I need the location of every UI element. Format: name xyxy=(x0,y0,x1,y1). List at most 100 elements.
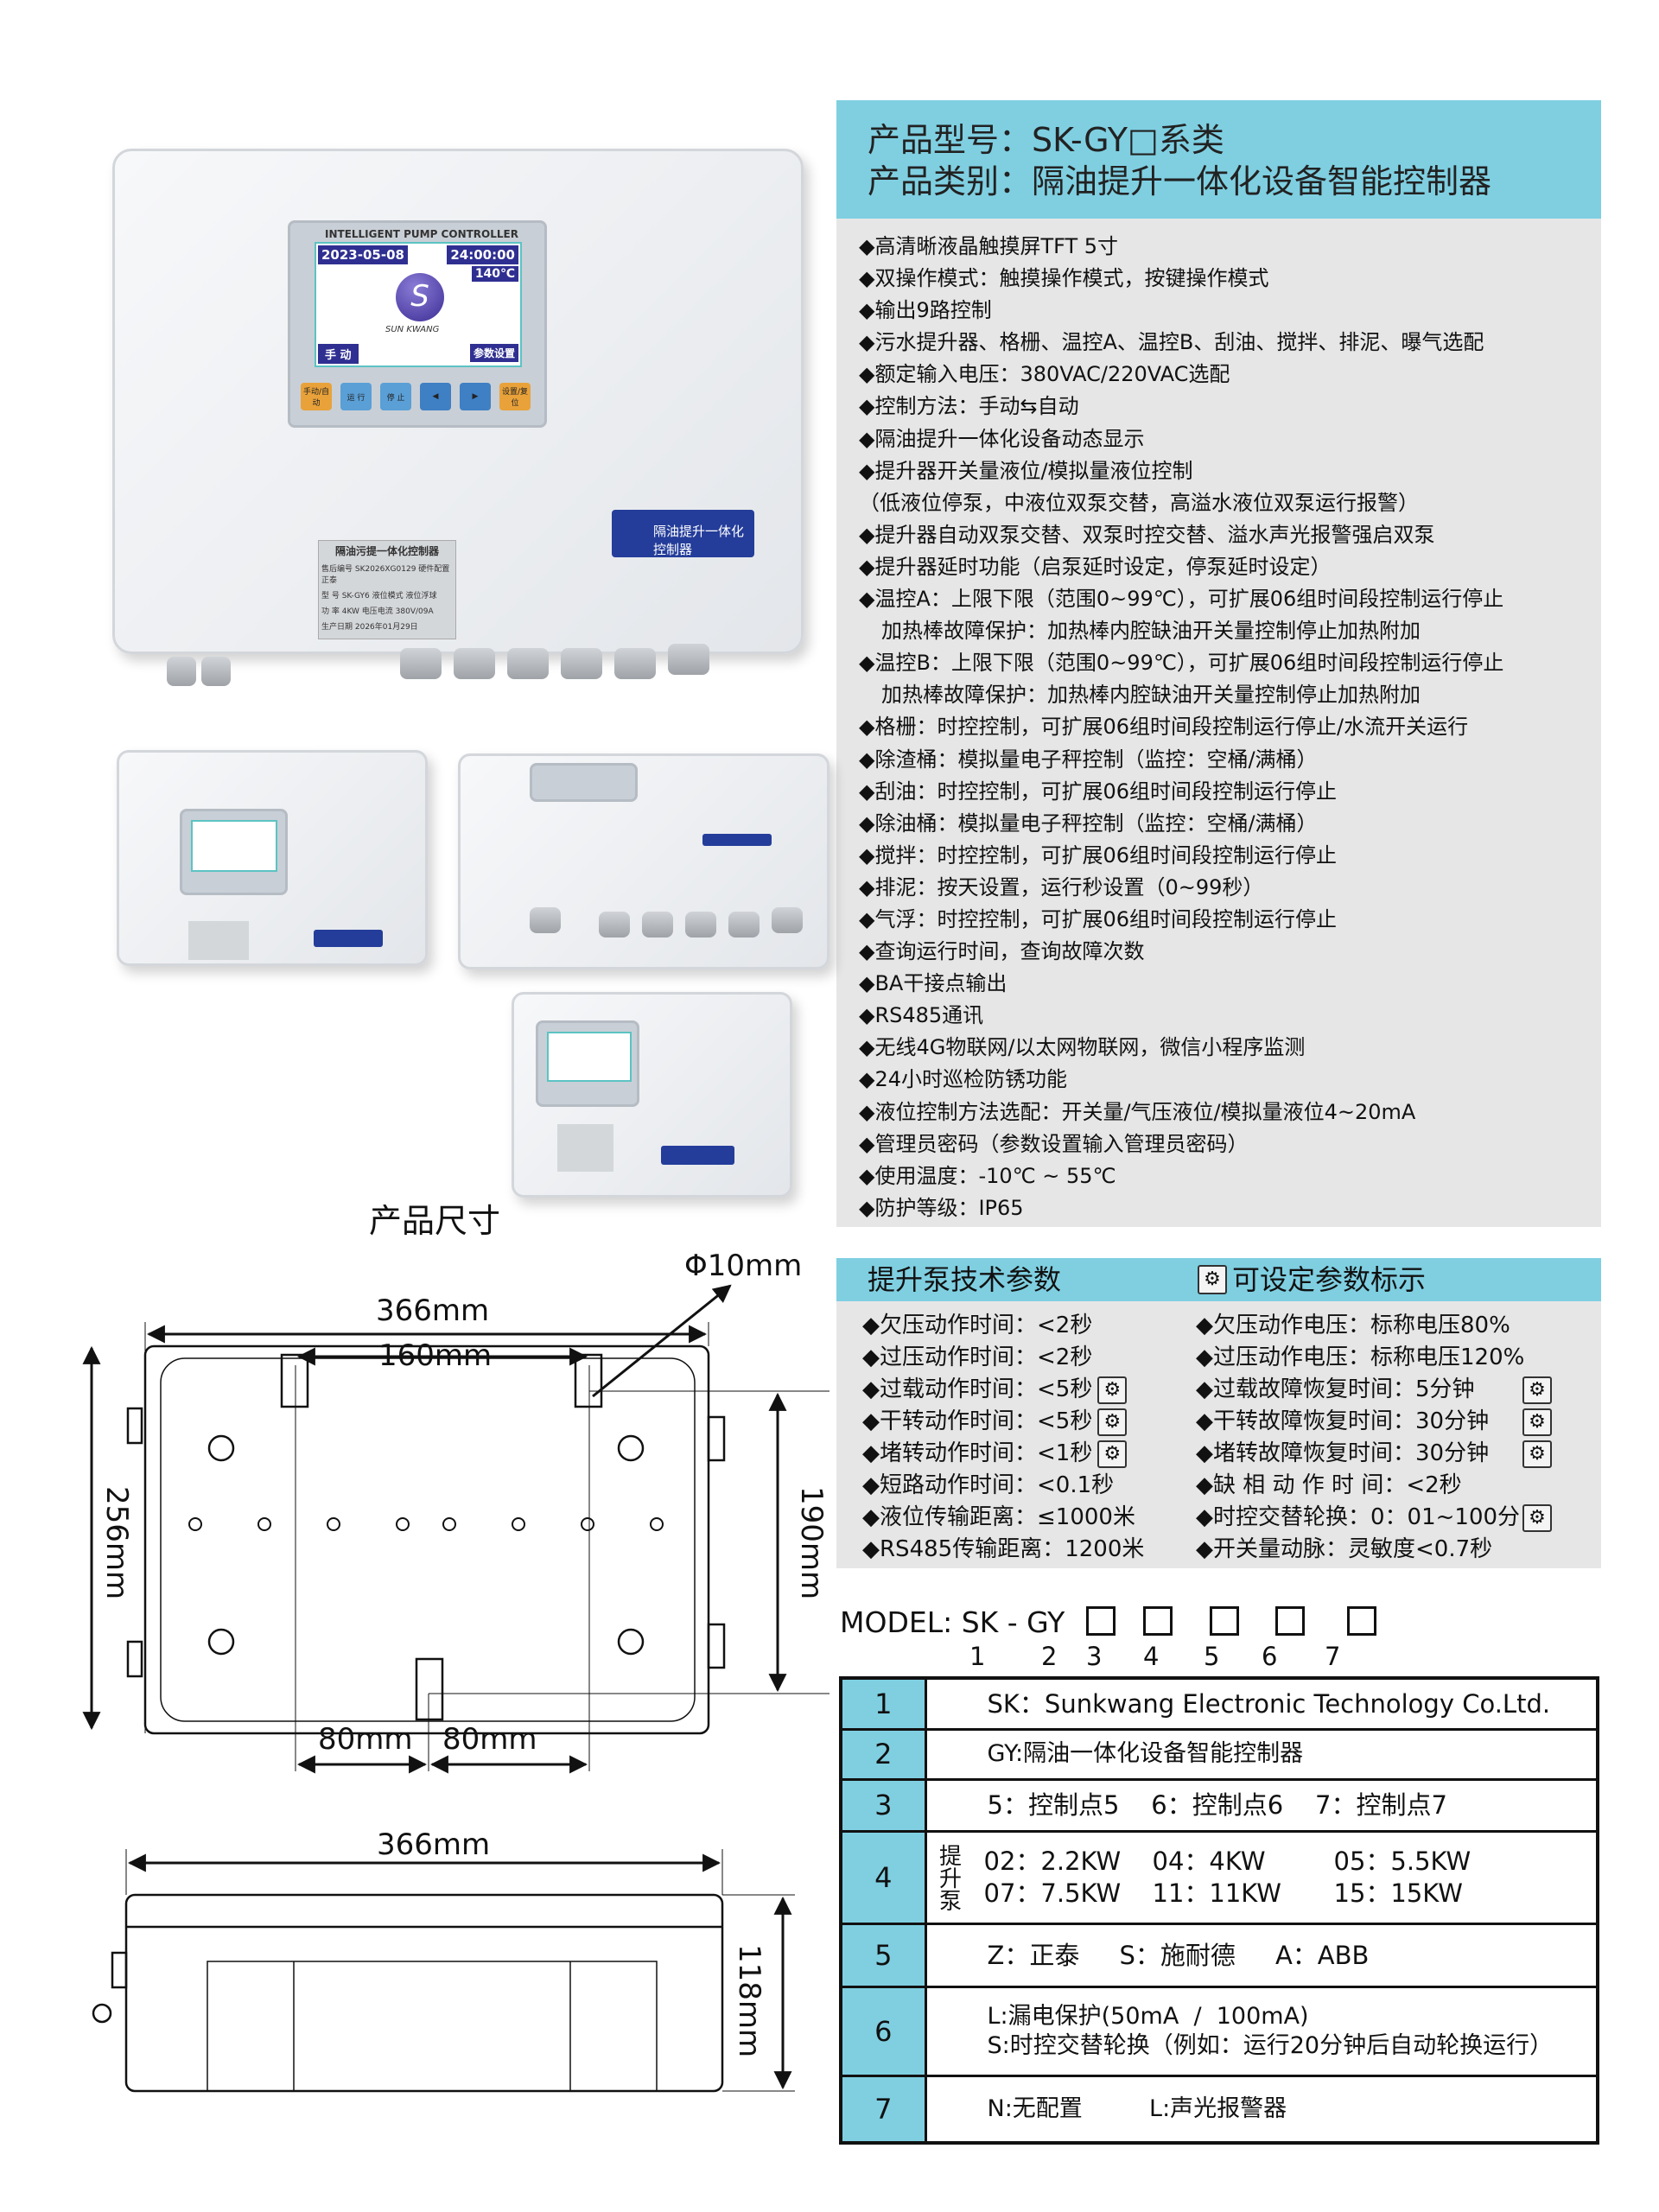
model-position-number: 7 xyxy=(1325,1642,1341,1671)
gear-icon: ⚙ xyxy=(1097,1376,1128,1404)
param-item: ◆堵转动作时间：<1秒⚙ xyxy=(862,1438,1144,1470)
row-number: 6 xyxy=(839,1985,927,2077)
panel-key: ◀ xyxy=(420,383,451,410)
feature-item: ◆排泥：按天设置，运行秒设置（0~99秒） xyxy=(859,874,1264,899)
product-category: 产品类别：隔油提升一体化设备智能控制器 xyxy=(868,162,1492,200)
row-content: GY:隔油一体化设备智能控制器 xyxy=(924,1727,1599,1781)
side-dimension-drawing: 366mm 118mm xyxy=(92,1827,795,2093)
gear-icon: ⚙ xyxy=(1097,1440,1128,1468)
screen-time: 24:00:00 xyxy=(447,245,518,264)
feature-item: ◆BA干接点输出 xyxy=(859,971,1007,996)
feature-item: 加热棒故障保护：加热棒内腔缺油开关量控制停止加热附加 xyxy=(881,619,1421,644)
feature-item: ◆提升器延时功能（启泵延时设定，停泵延时设定） xyxy=(859,554,1332,579)
param-text: ◆液位传输距离：≤1000米 xyxy=(862,1504,1135,1530)
feature-item: ◆污水提升器、格栅、温控A、温控B、刮油、搅拌、排泥、曝气选配 xyxy=(859,330,1484,355)
model-box xyxy=(1143,1606,1173,1636)
gear-icon: ⚙ xyxy=(1522,1408,1552,1436)
param-item: ◆RS485传输距离：1200米 xyxy=(862,1534,1144,1566)
feature-item: ◆气浮：时控控制，可扩展06组时间段控制运行停止 xyxy=(859,906,1337,931)
row-side-label: 提升泵 xyxy=(935,1843,962,1911)
model-position-number: 1 xyxy=(969,1642,986,1671)
row-line: S:时控交替轮换（例如：运行20分钟后自动轮换运行） xyxy=(987,2031,1554,2059)
param-item: ◆过压动作电压：标称电压120% xyxy=(1196,1342,1552,1374)
height-label: 256mm xyxy=(99,1486,134,1599)
param-item: ◆过载故障恢复时间：5分钟⚙ xyxy=(1196,1374,1552,1406)
mount-height-label: 190mm xyxy=(794,1486,829,1599)
sunkwang-logo-icon: S xyxy=(396,273,444,321)
feature-item: ◆无线4G物联网/以太网物联网，微信小程序监测 xyxy=(859,1035,1306,1060)
feature-item: （低液位停泵，中液位双泵交替，高溢水液位双泵运行报警） xyxy=(859,490,1419,515)
pump-option: 07：7.5KW xyxy=(983,1878,1122,1908)
screen-brand: SUN KWANG xyxy=(385,325,440,334)
param-text: ◆过载动作时间：<5秒 xyxy=(862,1376,1093,1402)
model-box xyxy=(1346,1606,1376,1636)
param-item: ◆干转故障恢复时间：30分钟 ⚙ xyxy=(1196,1406,1552,1438)
panel-key: 停 止 xyxy=(380,383,411,410)
row-number: 1 xyxy=(839,1676,927,1731)
row-line: L:漏电保护(50mA / 100mA) xyxy=(987,2002,1309,2030)
row-number: 7 xyxy=(839,2074,927,2145)
gear-icon: ⚙ xyxy=(1198,1265,1227,1294)
param-text: ◆时控交替轮换：0：01~100分 xyxy=(1196,1504,1521,1530)
gear-icon: ⚙ xyxy=(1522,1376,1552,1404)
param-text: ◆开关量动脉：灵敏度<0.7秒 xyxy=(1196,1536,1493,1562)
param-text: ◆RS485传输距离：1200米 xyxy=(862,1536,1145,1562)
feature-item: ◆使用温度：-10℃ ~ 55℃ xyxy=(859,1163,1116,1188)
product-header: 产品型号：SK-GY□系类 产品类别：隔油提升一体化设备智能控制器 xyxy=(836,100,1601,219)
screen-mode: 手 动 xyxy=(318,344,359,364)
feature-item: ◆除油桶：模拟量电子秤控制（监控：空桶/满桶） xyxy=(859,810,1318,836)
nameplate-row: 型 号 SK-GY6 液位模式 液位浮球 xyxy=(321,592,437,601)
row-number: 2 xyxy=(839,1727,927,1781)
hole-diameter-label: Φ10mm xyxy=(684,1249,802,1283)
settable-legend: 可设定参数标示 xyxy=(1232,1263,1427,1296)
main-device-photo: INTELLIGENT PUMP CONTROLLER 2023-05-08 2… xyxy=(112,149,804,686)
product-model: 产品型号：SK-GY□系类 xyxy=(868,121,1224,159)
nameplate-row: 生产日期 2026年01月29日 xyxy=(321,623,418,632)
feature-item: ◆刮油：时控控制，可扩展06组时间段控制运行停止 xyxy=(859,779,1337,804)
row-line: GY:隔油一体化设备智能控制器 xyxy=(987,1740,1304,1767)
feature-item: ◆RS485通讯 xyxy=(859,1003,984,1028)
feature-item: ◆搅拌：时控控制，可扩展06组时间段控制运行停止 xyxy=(859,842,1337,868)
row-number: 4 xyxy=(839,1829,927,1925)
row-line: Z：正泰 S：施耐德 A：ABB xyxy=(987,1940,1370,1970)
brand-badge: 隔油提升一体化控制器 xyxy=(612,510,754,557)
feature-item: ◆提升器开关量液位/模拟量液位控制 xyxy=(859,458,1193,483)
param-text: ◆干转故障恢复时间：30分钟 xyxy=(1196,1408,1490,1434)
feature-item: ◆格栅：时控控制，可扩展06组时间段控制运行停止/水流开关运行 xyxy=(859,715,1469,740)
panel-key: ▶ xyxy=(460,383,491,410)
nameplate: 隔油污提一体化控制器 售后编号 SK2026XG0129 硬件配置 正泰 型 号… xyxy=(318,540,456,639)
param-text: ◆欠压动作电压：标称电压80% xyxy=(1196,1313,1510,1338)
param-item: ◆过压动作时间：<2秒 xyxy=(862,1342,1144,1374)
row-content: N:无配置 L:声光报警器 xyxy=(924,2074,1599,2145)
param-item: ◆液位传输距离：≤1000米 xyxy=(862,1502,1144,1534)
feature-item: ◆液位控制方法选配：开关量/气压液位/模拟量液位4~20mA xyxy=(859,1099,1416,1124)
row-line: 5：控制点5 6：控制点6 7：控制点7 xyxy=(987,1790,1447,1820)
param-item: ◆干转动作时间：<5秒⚙ xyxy=(862,1406,1144,1438)
feature-list: ◆高清晰液晶触摸屏TFT 5寸◆双操作模式：触摸操作模式，按键操作模式◆输出9路… xyxy=(836,219,1601,1227)
param-item: ◆过载动作时间：<5秒⚙ xyxy=(862,1374,1144,1406)
pump-option: 02：2.2KW xyxy=(983,1846,1122,1876)
model-position-number: 6 xyxy=(1262,1642,1278,1671)
panel-title: INTELLIGENT PUMP CONTROLLER xyxy=(325,228,518,240)
row-line: N:无配置 L:声光报警器 xyxy=(987,2094,1287,2122)
feature-item: ◆查询运行时间，查询故障次数 xyxy=(859,939,1145,964)
pump-option: 15：15KW xyxy=(1333,1878,1463,1908)
screen-settings: 参数设置 xyxy=(469,344,518,362)
param-item: ◆欠压动作时间：<2秒 xyxy=(862,1310,1144,1342)
feature-item: ◆管理员密码（参数设置输入管理员密码） xyxy=(859,1131,1249,1156)
feature-item: ◆温控B：上限下限（范围0~99℃），可扩展06组时间段控制运行停止 xyxy=(859,651,1504,676)
param-item: ◆开关量动脉：灵敏度<0.7秒 xyxy=(1196,1534,1552,1566)
param-item: ◆堵转故障恢复时间：30分钟⚙ xyxy=(1196,1438,1552,1470)
param-item: ◆短路动作时间：<0.1秒 xyxy=(862,1470,1144,1502)
feature-item: ◆隔油提升一体化设备动态显示 xyxy=(859,426,1145,451)
gear-icon: ⚙ xyxy=(1097,1408,1128,1436)
model-table-row: 6 L:漏电保护(50mA / 100mA)S:时控交替轮换（例如：运行20分钟后… xyxy=(839,1985,1599,2077)
feature-item: ◆提升器自动双泵交替、双泵时控交替、溢水声光报警强启双泵 xyxy=(859,522,1435,547)
gear-icon: ⚙ xyxy=(1522,1503,1552,1532)
model-box xyxy=(1209,1606,1239,1636)
